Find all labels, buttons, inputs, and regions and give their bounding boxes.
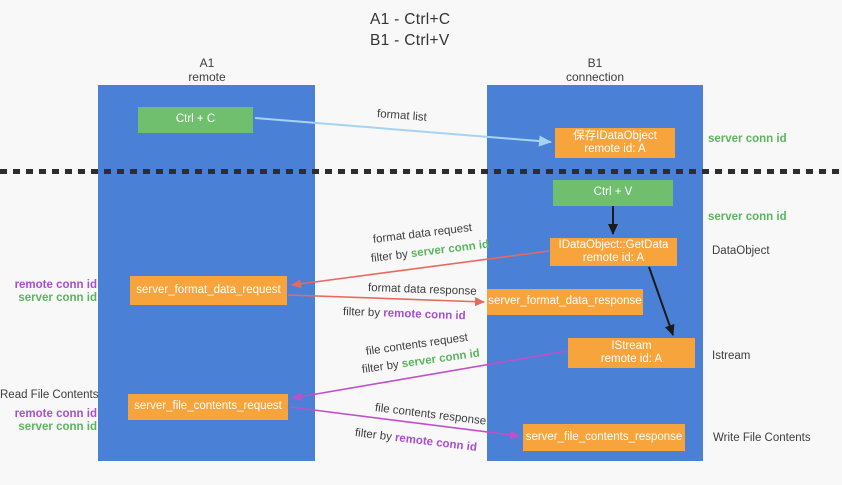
label-conn-ids-format: remote conn id server conn id <box>0 279 97 305</box>
node-istream: IStream remote id: A <box>568 338 695 368</box>
title-line-1: A1 - Ctrl+C <box>370 11 451 28</box>
node-server-format-data-response-label: server_format_data_response <box>488 295 642 308</box>
node-getdata: IDataObject::GetData remote id: A <box>550 238 677 266</box>
node-ctrl-c: Ctrl + C <box>138 107 253 133</box>
label-server-conn-id-mid: server conn id <box>708 211 787 223</box>
remote-conn-id-text-2: remote conn id <box>394 431 478 454</box>
label-filter-by-remote-conn-id-1: filter by remote conn id <box>343 306 466 322</box>
node-server-format-data-request-label: server_format_data_request <box>136 283 281 296</box>
label-server-conn-id-2: server conn id <box>18 421 97 433</box>
node-ctrl-v: Ctrl + V <box>553 180 673 206</box>
node-getdata-line2: remote id: A <box>582 252 645 264</box>
node-ctrl-v-label: Ctrl + V <box>593 186 633 199</box>
label-write-file-contents: Write File Contents <box>713 432 811 444</box>
label-remote-conn-id-1: remote conn id <box>14 279 97 291</box>
label-dataobject: DataObject <box>712 245 770 257</box>
label-server-conn-id-1: server conn id <box>18 292 97 304</box>
node-ctrl-c-label: Ctrl + C <box>175 113 216 126</box>
filter-by-text-3: filter by <box>361 358 403 376</box>
node-server-format-data-request: server_format_data_request <box>130 276 287 305</box>
node-server-format-data-response: server_format_data_response <box>487 289 643 315</box>
remote-conn-id-text-1: remote conn id <box>383 307 466 323</box>
node-save-dataobject-line2: remote id: A <box>584 143 646 155</box>
title-line-2: B1 - Ctrl+V <box>370 32 450 49</box>
column-a1-role: remote <box>188 70 226 84</box>
label-filter-by-remote-conn-id-2: filter by remote conn id <box>354 427 477 454</box>
node-server-file-contents-request-label: server_file_contents_request <box>134 400 282 413</box>
node-save-dataobject: 保存IDataObject remote id: A <box>555 128 675 158</box>
label-file-contents-response: file contents response <box>374 402 487 428</box>
node-istream-line2: remote id: A <box>600 353 663 365</box>
node-getdata-line1: IDataObject::GetData <box>558 238 669 251</box>
label-istream: Istream <box>712 350 751 362</box>
node-server-file-contents-response: server_file_contents_response <box>523 424 685 451</box>
session-divider-line <box>0 169 842 174</box>
node-server-file-contents-response-label: server_file_contents_response <box>525 430 683 443</box>
column-header-a1: A1 remote <box>127 56 287 84</box>
node-server-file-contents-request: server_file_contents_request <box>128 394 288 420</box>
filter-by-text-1: filter by <box>370 248 412 265</box>
column-a1-name: A1 <box>199 56 215 70</box>
server-conn-id-text-1: server conn id <box>410 238 490 261</box>
column-b1-role: connection <box>565 70 625 84</box>
diagram-title: A1 - Ctrl+C B1 - Ctrl+V <box>370 9 450 51</box>
label-conn-ids-file: remote conn id server conn id <box>0 408 97 434</box>
label-format-data-response: format data response <box>367 282 477 298</box>
column-b1-name: B1 <box>587 56 603 70</box>
label-format-list: format list <box>376 108 428 124</box>
node-save-dataobject-line1: 保存IDataObject <box>573 129 657 142</box>
label-read-file-contents: Read File Contents <box>0 389 99 401</box>
filter-by-text-4: filter by <box>354 427 396 444</box>
label-remote-conn-id-2: remote conn id <box>14 408 97 420</box>
filter-by-text-2: filter by <box>342 306 384 320</box>
node-istream-line1: IStream <box>611 339 652 352</box>
label-server-conn-id-top: server conn id <box>708 133 787 145</box>
column-header-b1: B1 connection <box>515 56 675 84</box>
